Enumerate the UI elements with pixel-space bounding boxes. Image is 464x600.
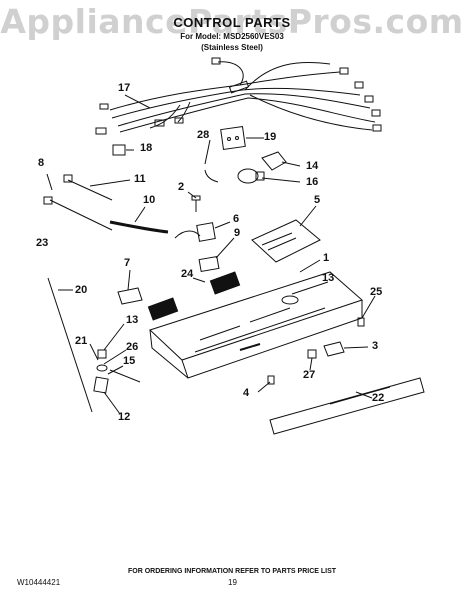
callout-15: 15 bbox=[123, 355, 136, 367]
document-number: W10444421 bbox=[17, 578, 61, 587]
callout-2: 2 bbox=[178, 181, 185, 193]
callout-11: 11 bbox=[134, 173, 146, 185]
page-number: 19 bbox=[228, 578, 237, 587]
wire-harness bbox=[95, 57, 382, 135]
tube-10 bbox=[109, 220, 169, 234]
light-bulb bbox=[237, 168, 259, 184]
callout-20: 20 bbox=[75, 284, 88, 296]
callout-22: 22 bbox=[372, 392, 385, 404]
control-board-5 bbox=[251, 219, 321, 263]
model-subtitle: For Model: MSD2560VES03 bbox=[180, 32, 284, 41]
callout-23: 23 bbox=[36, 237, 49, 249]
callout-14: 14 bbox=[306, 160, 319, 172]
switch-7 bbox=[117, 287, 143, 305]
callout-27: 27 bbox=[303, 369, 316, 381]
plate-19 bbox=[220, 126, 246, 150]
callout-1: 1 bbox=[323, 252, 330, 264]
part-27 bbox=[307, 349, 317, 359]
callout-21: 21 bbox=[75, 335, 88, 347]
callout-24: 24 bbox=[181, 268, 194, 280]
callout-5: 5 bbox=[314, 194, 321, 206]
wire-28 bbox=[204, 169, 219, 183]
rod-11 bbox=[67, 179, 113, 201]
callout-8: 8 bbox=[38, 157, 45, 169]
callout-6: 6 bbox=[233, 213, 240, 225]
label-24a bbox=[147, 297, 179, 321]
switch-9 bbox=[198, 255, 220, 273]
callout-16: 16 bbox=[306, 176, 319, 188]
diagram-title: CONTROL PARTS bbox=[173, 15, 291, 30]
callout-17: 17 bbox=[118, 82, 131, 94]
control-housing bbox=[149, 271, 363, 379]
callout-12: 12 bbox=[118, 411, 131, 423]
connector-18 bbox=[112, 144, 126, 156]
callout-18: 18 bbox=[140, 142, 153, 154]
callout-3: 3 bbox=[372, 340, 379, 352]
ordering-note: FOR ORDERING INFORMATION REFER TO PARTS … bbox=[127, 568, 337, 575]
callout-13-upper: 13 bbox=[322, 272, 335, 284]
rod-20 bbox=[47, 277, 93, 413]
callout-28: 28 bbox=[197, 129, 210, 141]
callout-13-lower: 13 bbox=[126, 314, 139, 326]
watermark-text: AppliancePartsPros.com bbox=[0, 2, 464, 41]
callout-19: 19 bbox=[264, 131, 277, 143]
sensor-6 bbox=[196, 222, 216, 242]
rod-23 bbox=[49, 199, 113, 231]
callout-9: 9 bbox=[234, 227, 241, 239]
callout-10: 10 bbox=[143, 194, 156, 206]
trim-22 bbox=[269, 377, 425, 435]
lamp-socket bbox=[261, 151, 287, 171]
callout-7: 7 bbox=[124, 257, 131, 269]
part-3 bbox=[323, 341, 345, 357]
callout-26: 26 bbox=[126, 341, 139, 353]
finish-subtitle: (Stainless Steel) bbox=[201, 43, 263, 52]
bracket-12 bbox=[93, 376, 109, 394]
label-24b bbox=[209, 271, 241, 295]
callout-25: 25 bbox=[370, 286, 383, 298]
callout-4: 4 bbox=[243, 387, 250, 399]
